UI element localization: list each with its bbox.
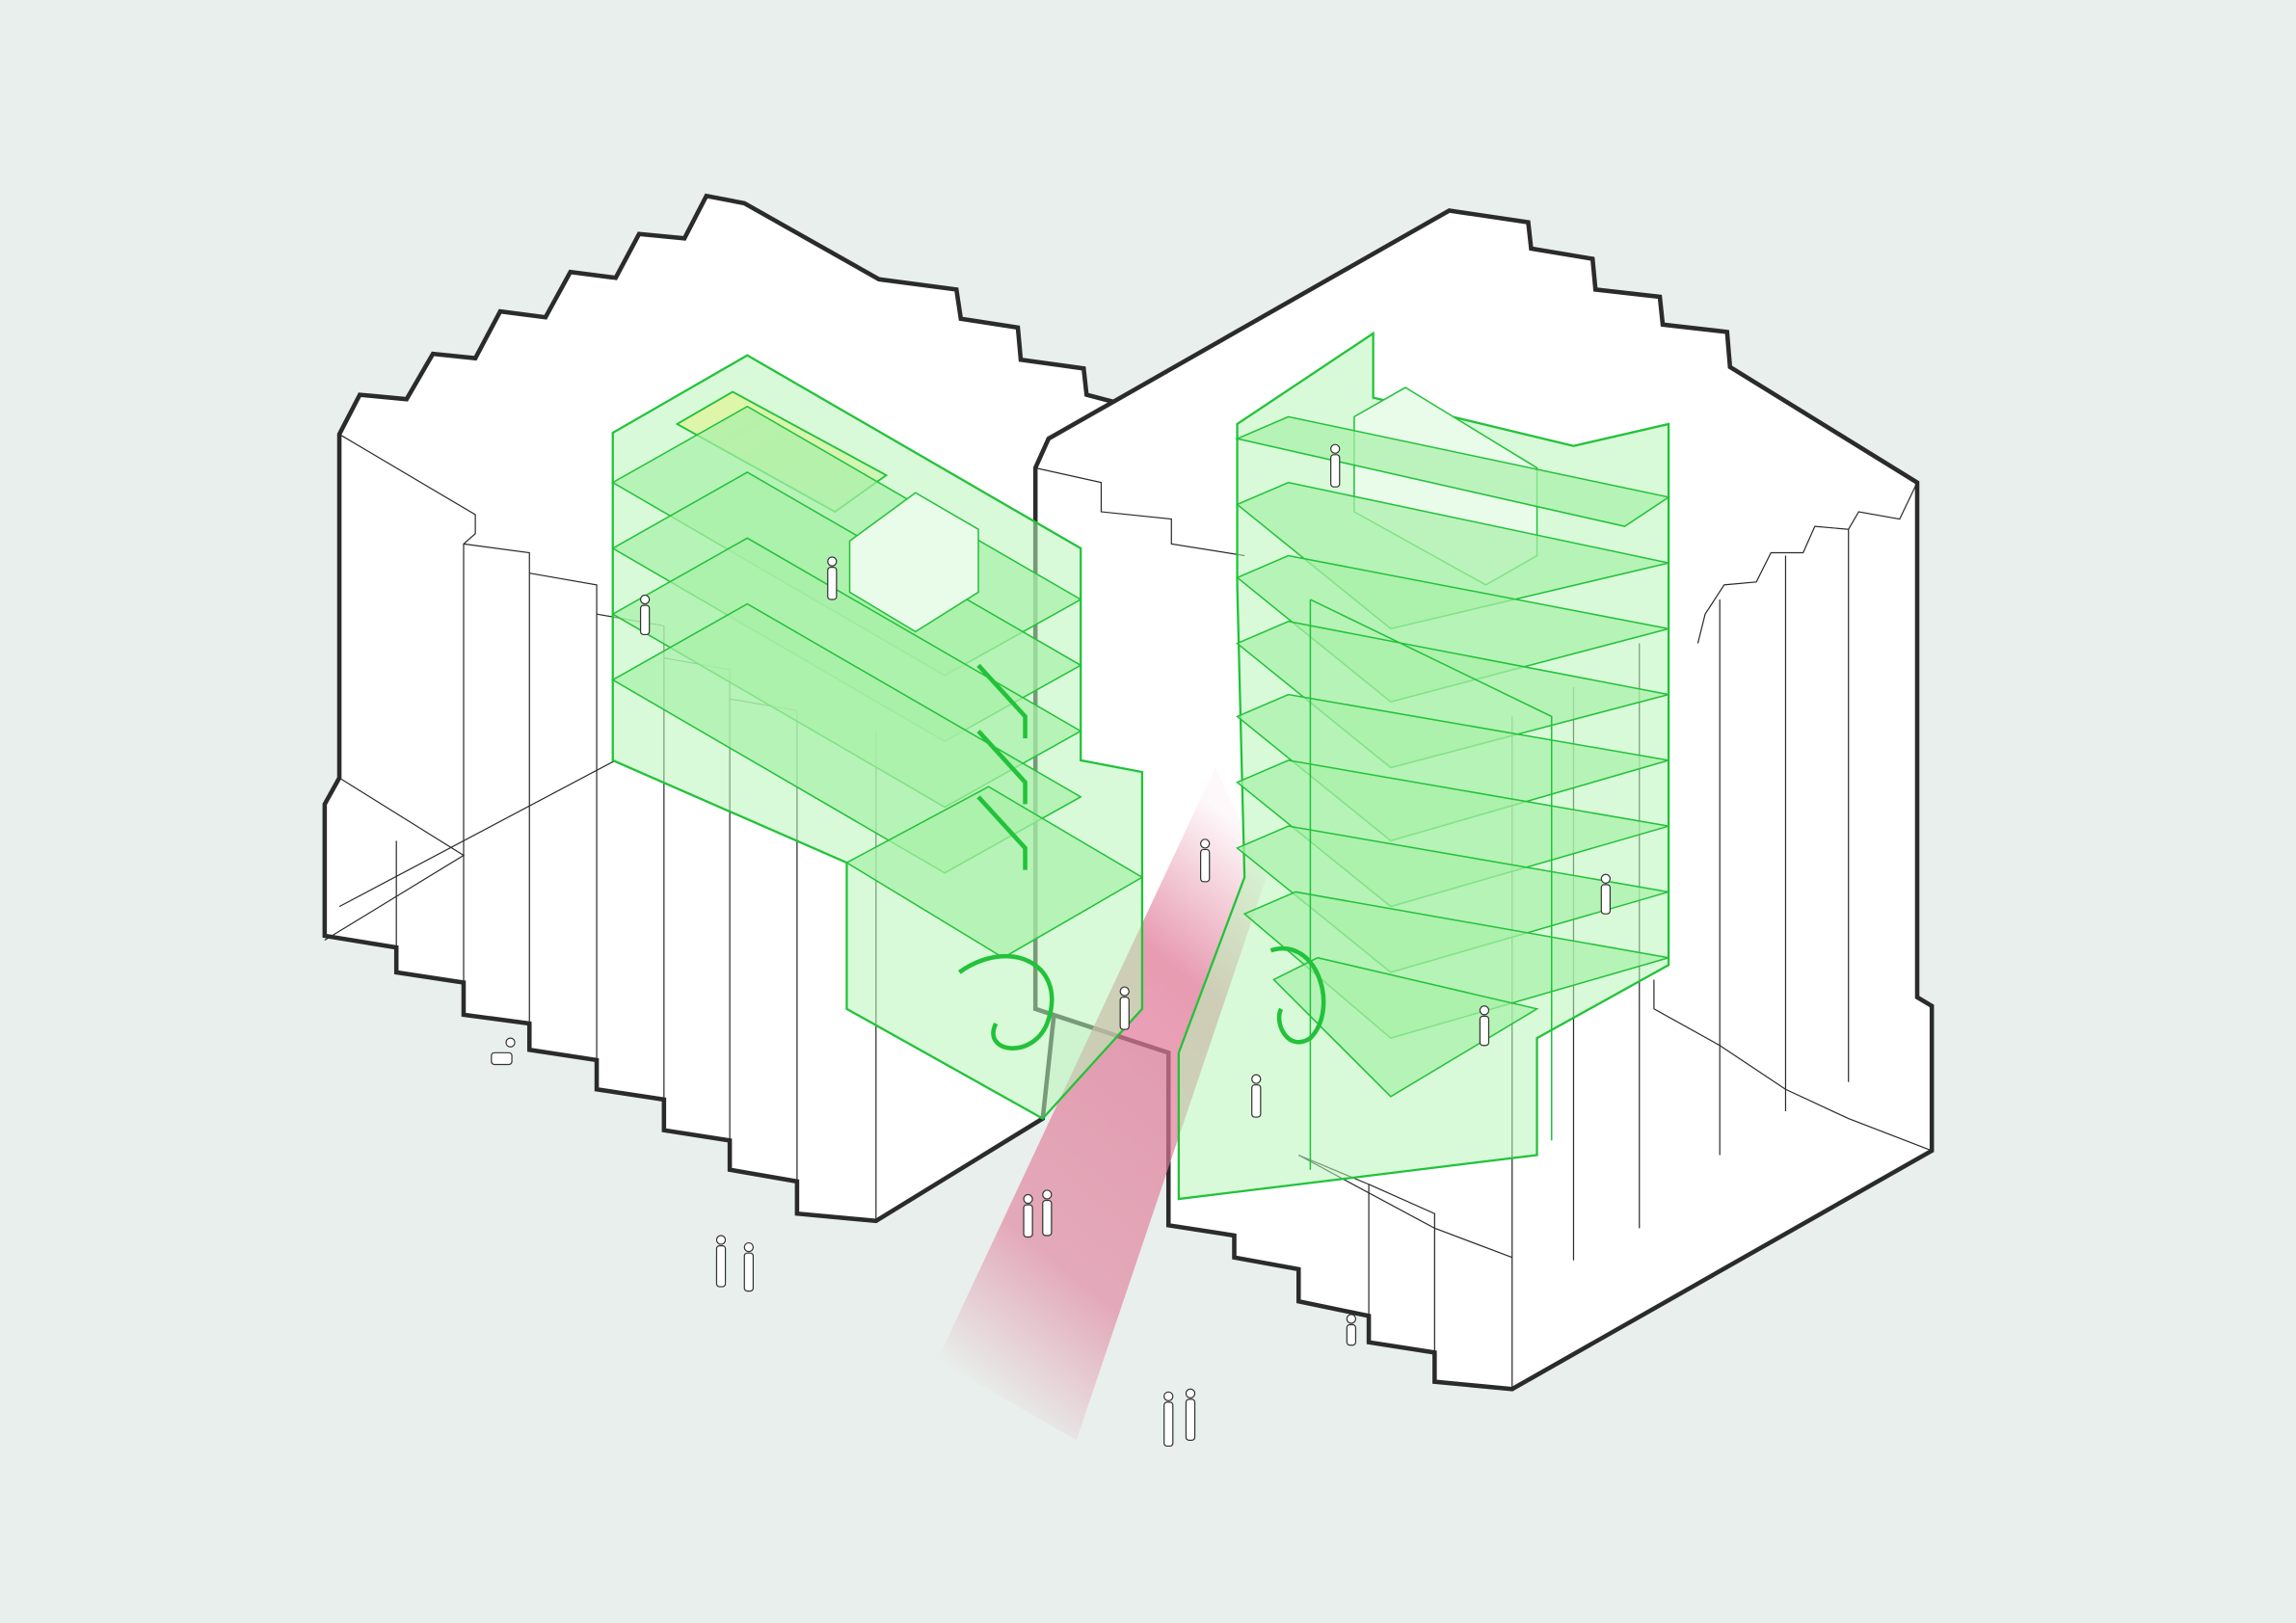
person-figure-icon xyxy=(715,1235,727,1288)
person-figure-icon xyxy=(743,1241,754,1292)
elevator-core xyxy=(848,492,979,633)
person-figure-icon xyxy=(827,556,838,600)
person-figure-icon xyxy=(1200,838,1211,883)
person-figure-icon xyxy=(1330,443,1341,488)
left-green-volume xyxy=(611,354,1144,1121)
person-figure-icon xyxy=(1479,1005,1490,1047)
person-figure-icon xyxy=(1251,1074,1262,1118)
person-figure-icon xyxy=(1346,1314,1357,1346)
person-figure-icon xyxy=(1042,1189,1053,1237)
person-figure-icon xyxy=(1023,1193,1033,1238)
person-figure-icon xyxy=(1185,1388,1196,1441)
people xyxy=(491,443,1612,1448)
right-green-volume xyxy=(1177,331,1671,1201)
passage-light-beam xyxy=(937,767,1267,1441)
person-figure-icon xyxy=(491,1037,516,1066)
person-figure-icon xyxy=(1600,873,1612,915)
person-figure-icon xyxy=(639,594,651,636)
person-figure-icon xyxy=(1163,1391,1174,1448)
person-figure-icon xyxy=(1119,986,1130,1030)
